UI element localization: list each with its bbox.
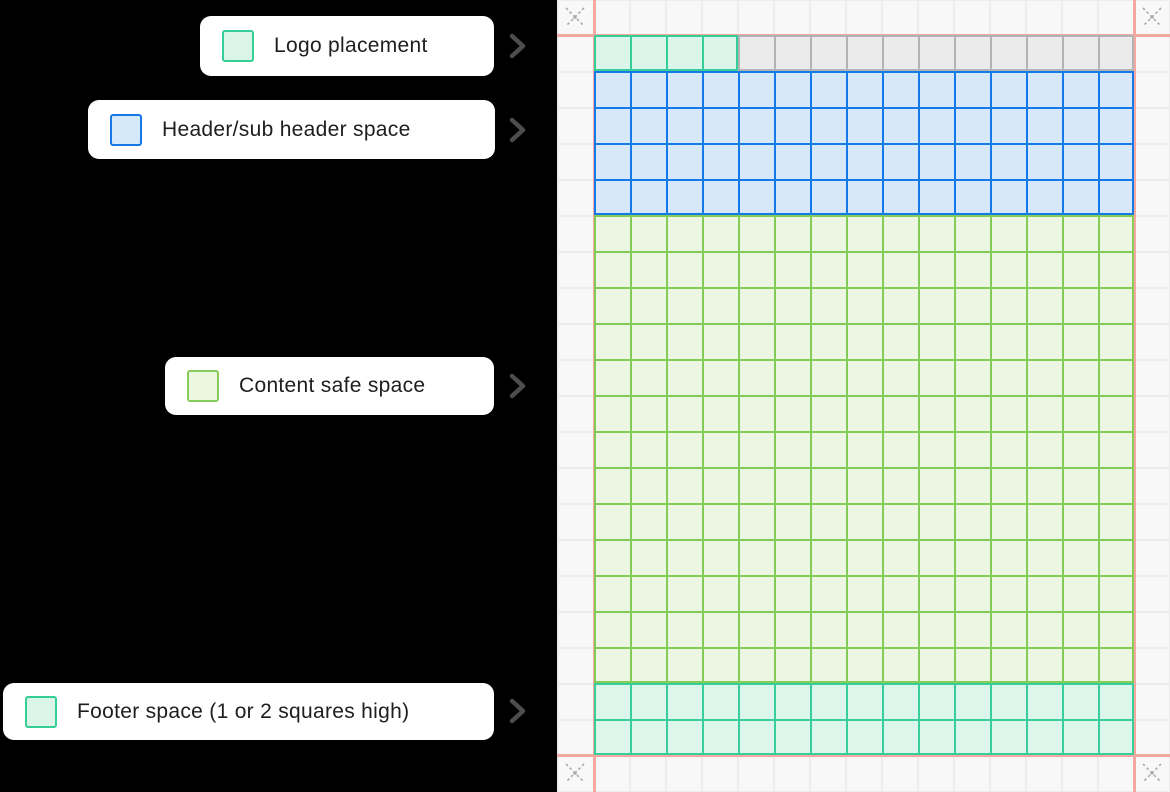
logo-placement-swatch-icon bbox=[222, 30, 254, 62]
legend-panel: Logo placement Header/sub header space C… bbox=[0, 0, 557, 792]
margin-guide-right bbox=[1133, 0, 1136, 792]
corner-crosshair-icon bbox=[563, 761, 587, 785]
corner-crosshair-icon bbox=[1140, 5, 1164, 29]
legend-label: Content safe space bbox=[239, 374, 426, 397]
legend-label: Header/sub header space bbox=[162, 117, 411, 141]
header-space-swatch-icon bbox=[110, 113, 142, 146]
legend-card-footer-space[interactable]: Footer space (1 or 2 squares high) bbox=[3, 683, 494, 740]
chevron-right-icon[interactable] bbox=[506, 373, 528, 399]
unused-top-cells bbox=[738, 35, 1134, 71]
legend-card-header-space[interactable]: Header/sub header space bbox=[88, 100, 495, 159]
legend-card-logo-placement[interactable]: Logo placement bbox=[200, 16, 494, 76]
corner-crosshair-icon bbox=[1140, 761, 1164, 785]
chevron-right-icon[interactable] bbox=[506, 698, 528, 724]
layout-grid-canvas bbox=[557, 0, 1170, 792]
footer-cells bbox=[594, 683, 1134, 755]
chevron-right-icon[interactable] bbox=[506, 33, 528, 59]
corner-crosshair-icon bbox=[563, 5, 587, 29]
legend-label: Footer space (1 or 2 squares high) bbox=[77, 699, 410, 723]
legend-label: Logo placement bbox=[274, 34, 428, 57]
margin-guide-bottom bbox=[557, 754, 1170, 757]
logo-placement-cells bbox=[594, 35, 738, 71]
content-safe-cells bbox=[594, 215, 1134, 683]
content-safe-space-swatch-icon bbox=[187, 370, 219, 402]
header-cells bbox=[594, 71, 1134, 215]
legend-card-content-safe-space[interactable]: Content safe space bbox=[165, 357, 494, 415]
chevron-right-icon[interactable] bbox=[506, 117, 528, 143]
footer-space-swatch-icon bbox=[25, 695, 57, 728]
grid-cells bbox=[594, 35, 1134, 755]
